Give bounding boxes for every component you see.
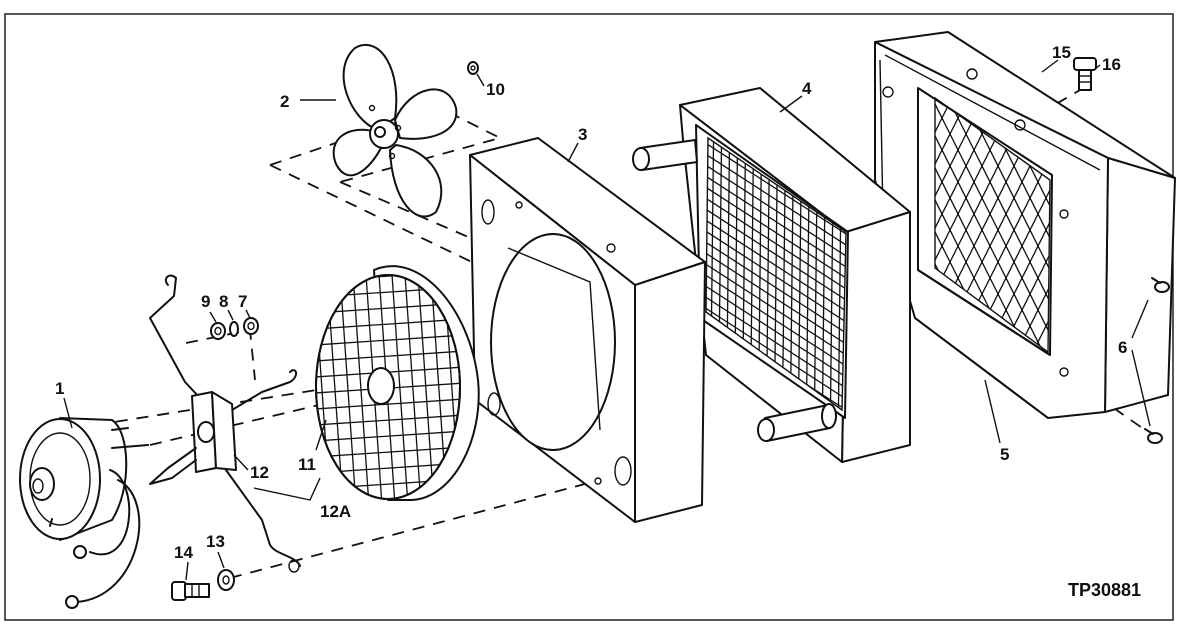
callout-8: 8 xyxy=(219,292,228,311)
mesh-line xyxy=(706,154,846,266)
fan-shroud xyxy=(469,137,706,523)
mesh-line xyxy=(690,441,860,551)
callout-11: 11 xyxy=(298,455,316,474)
condenser-housing xyxy=(874,31,1176,419)
figure-id: TP30881 xyxy=(1068,580,1141,600)
mesh-line xyxy=(1023,98,1050,352)
callout-10: 10 xyxy=(486,80,505,99)
mesh-line xyxy=(706,176,846,288)
mesh-line xyxy=(991,98,1050,352)
callout-1: 1 xyxy=(55,379,64,398)
mesh-line xyxy=(706,165,846,277)
callout-12: 12 xyxy=(250,463,269,482)
mesh-line xyxy=(706,209,846,321)
mesh-line xyxy=(706,253,846,365)
hardware-13-14 xyxy=(171,569,235,601)
callout-3: 3 xyxy=(578,125,587,144)
callout-4: 4 xyxy=(802,79,812,98)
figure-border xyxy=(4,13,1174,621)
mesh-line xyxy=(1007,98,1050,352)
mesh-line xyxy=(706,198,846,310)
mesh-line xyxy=(706,264,846,376)
fan-blade xyxy=(332,44,458,218)
callout-9: 9 xyxy=(201,292,210,311)
mesh-line xyxy=(706,187,846,299)
mesh-line xyxy=(316,397,460,411)
mesh-line xyxy=(316,349,460,363)
mesh-line xyxy=(338,275,358,499)
callout-7: 7 xyxy=(238,292,247,311)
bolt-16 xyxy=(1073,57,1097,91)
mesh-line xyxy=(706,297,846,409)
callout-5: 5 xyxy=(1000,445,1009,464)
mesh-line xyxy=(300,254,480,266)
mesh-line xyxy=(316,333,460,347)
mesh-line xyxy=(706,138,846,244)
leader-lines xyxy=(63,59,1151,581)
mesh-line xyxy=(403,275,423,499)
nut-10 xyxy=(467,61,479,75)
mesh-line xyxy=(706,143,846,255)
mesh-line xyxy=(706,242,846,354)
mounting-bracket xyxy=(149,274,301,573)
mesh-line xyxy=(706,275,846,387)
callout-labels: 1 2 3 4 5 6 7 8 9 10 11 12 12A 13 14 15 … xyxy=(55,43,1127,562)
fan-guard xyxy=(300,238,480,501)
mesh-line xyxy=(935,98,1005,352)
mesh-line xyxy=(316,413,460,427)
screws-6 xyxy=(1144,277,1170,444)
mesh-line xyxy=(935,98,973,352)
callout-6: 6 xyxy=(1118,338,1127,357)
callout-12a: 12A xyxy=(320,502,351,521)
fan-motor xyxy=(19,417,149,609)
callout-16: 16 xyxy=(1102,55,1121,74)
mesh-line xyxy=(706,220,846,332)
callout-15: 15 xyxy=(1052,43,1071,62)
callout-2: 2 xyxy=(280,92,289,111)
mesh-line xyxy=(690,452,860,562)
mesh-line xyxy=(935,98,989,352)
callout-14: 14 xyxy=(174,543,193,562)
mesh-line xyxy=(706,231,846,343)
mesh-line xyxy=(316,429,460,443)
mesh-line xyxy=(390,275,410,499)
mesh-line xyxy=(300,238,480,250)
hardware-7-8-9 xyxy=(210,317,259,340)
callout-13: 13 xyxy=(206,532,225,551)
mesh-line xyxy=(706,286,846,398)
heater-core xyxy=(632,87,911,562)
